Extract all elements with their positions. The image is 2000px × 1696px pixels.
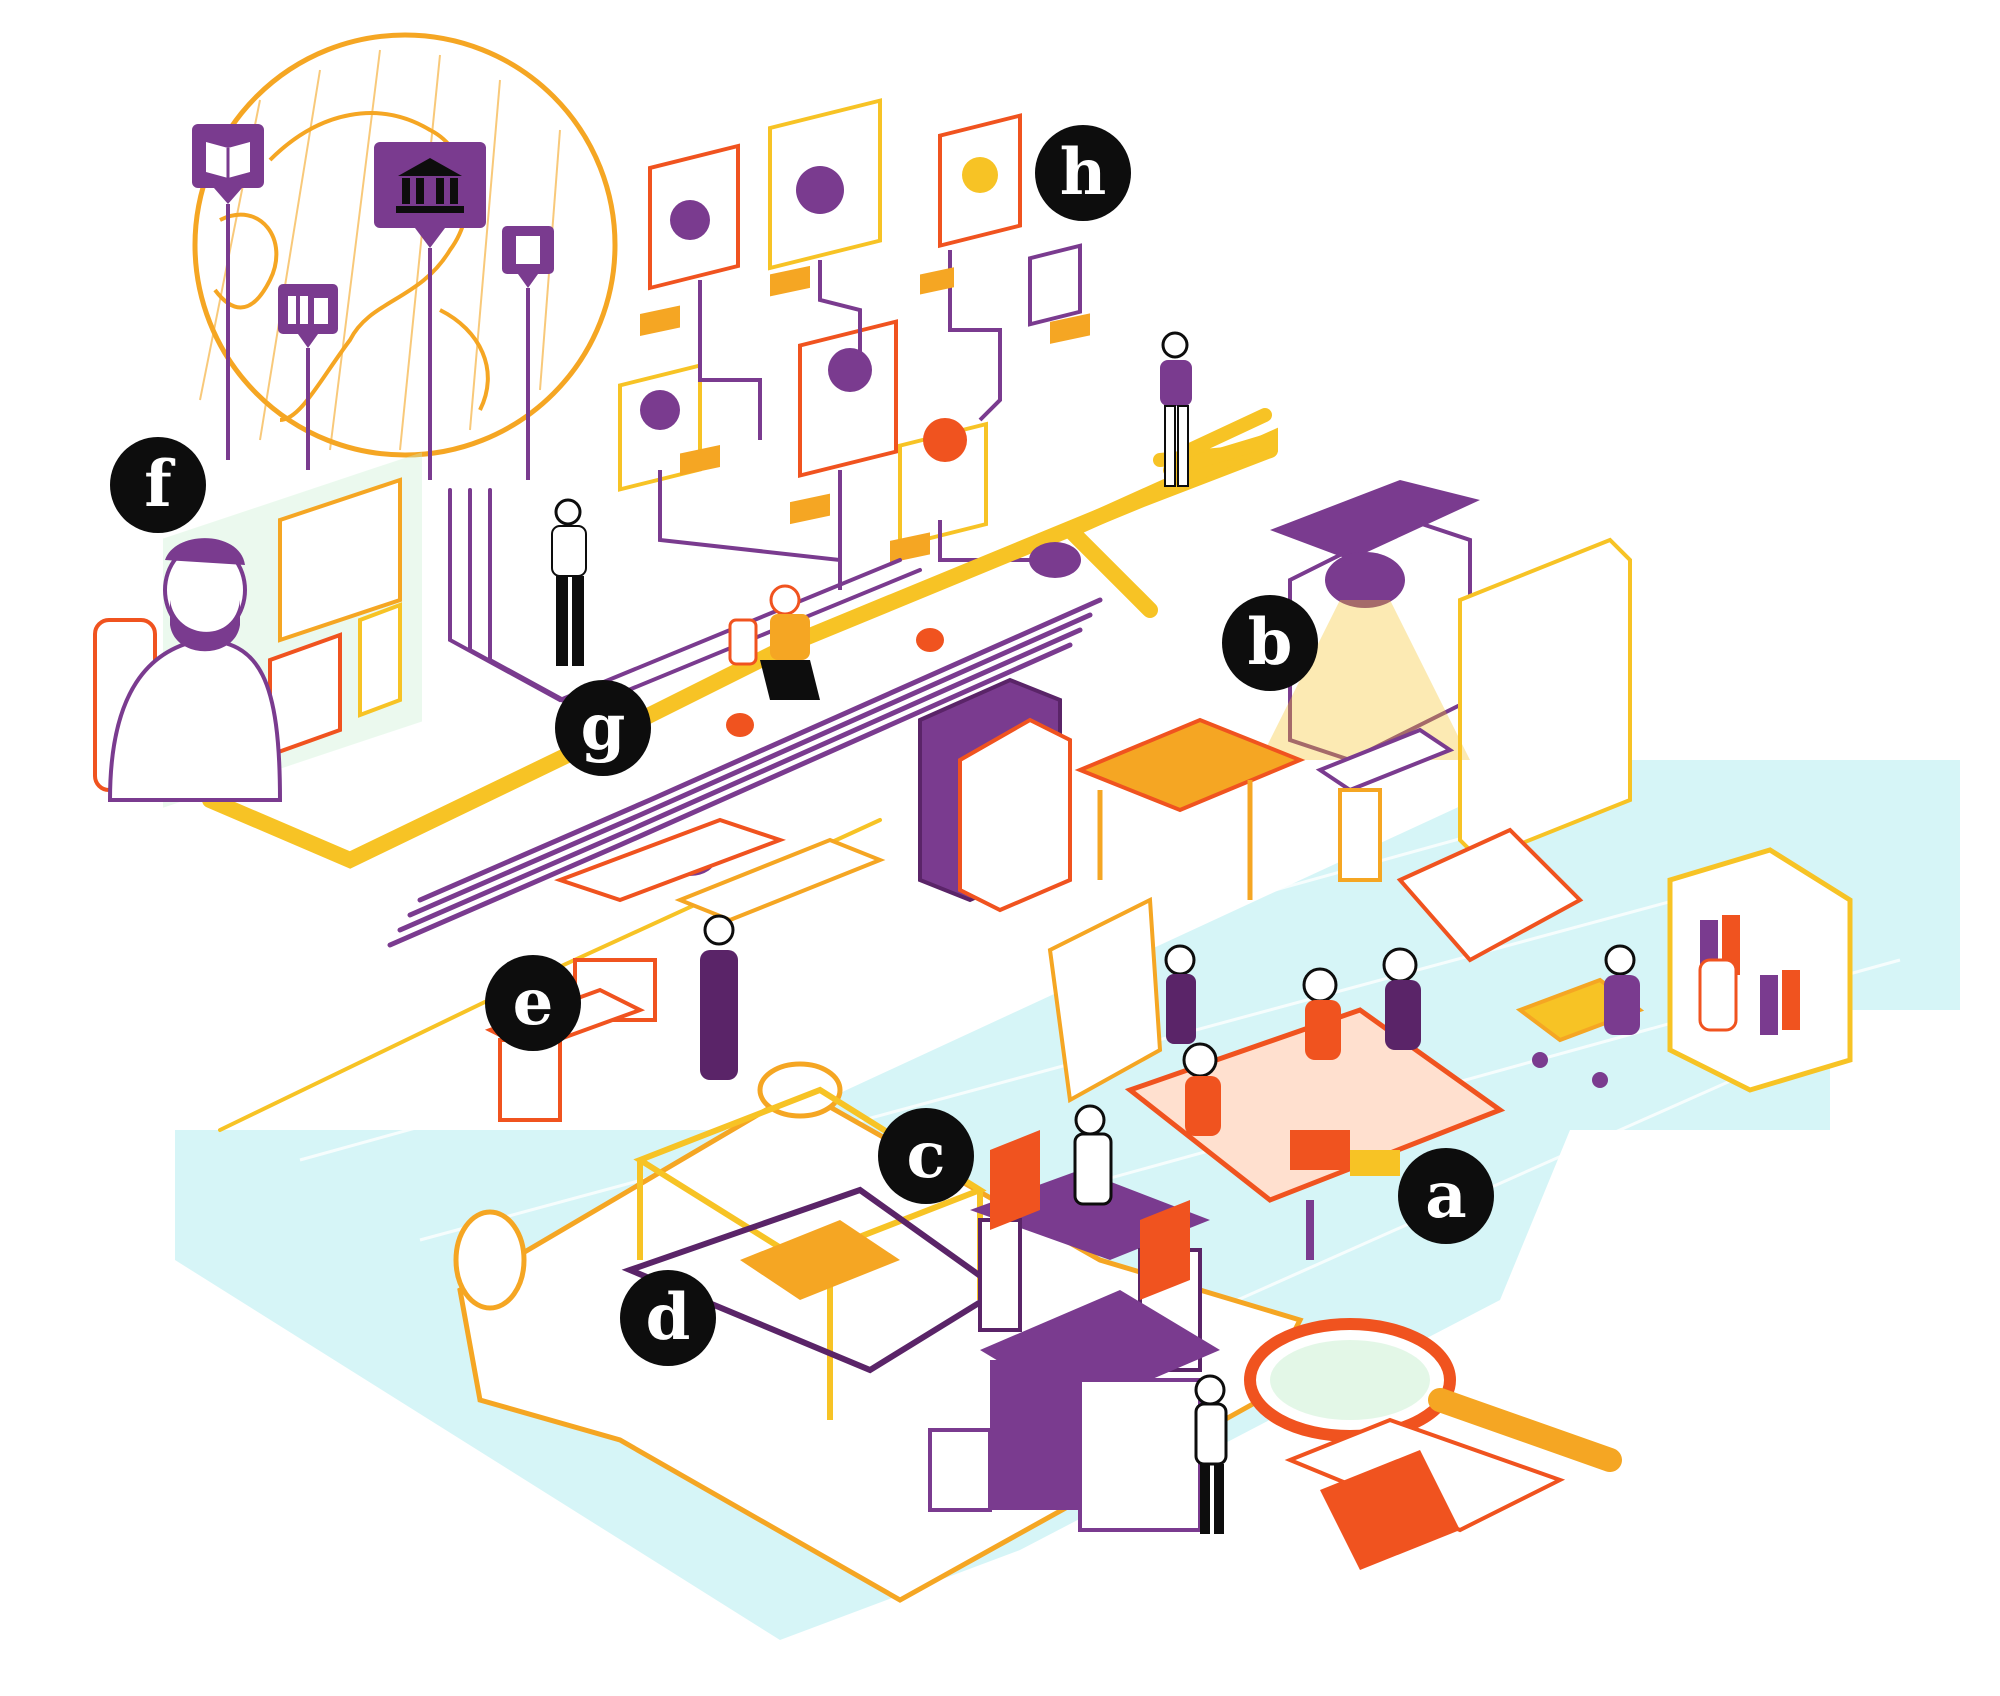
bookshelf: [1667, 847, 1853, 1093]
map-pin-book-stack: [278, 284, 338, 470]
flipchart: [1047, 896, 1196, 1104]
label-badge-h: h: [1035, 125, 1131, 221]
map-pin-notebook: [502, 226, 554, 480]
portrait-frames: [618, 98, 1082, 549]
computer-desk: [970, 1104, 1210, 1372]
label-badge-g: g: [555, 680, 651, 776]
label-badge-a: a: [1398, 1148, 1494, 1244]
label-badge-d: d: [620, 1270, 716, 1366]
standing-desk: [1074, 717, 1455, 900]
label-badge-b: b: [1222, 595, 1318, 691]
label-badge-f: f: [110, 437, 206, 533]
book-cart: [1515, 944, 1738, 1088]
map-pin-museum: [374, 142, 486, 480]
workstations: [484, 817, 886, 1122]
magnifying-glass: [1244, 1318, 1622, 1570]
map-pin-book: [192, 124, 264, 460]
person-kneeling: [728, 584, 820, 700]
person-standing-mid: [551, 498, 587, 666]
meeting-table: [1124, 947, 1506, 1260]
printer-scanner: [928, 1290, 1228, 1534]
tag-cards: [640, 265, 1090, 563]
label-badge-c: c: [878, 1108, 974, 1204]
man-with-beard: [93, 538, 283, 802]
person-standing-top: [1160, 331, 1192, 487]
label-badge-e: e: [485, 955, 581, 1051]
reading-lamp: [1260, 552, 1470, 760]
